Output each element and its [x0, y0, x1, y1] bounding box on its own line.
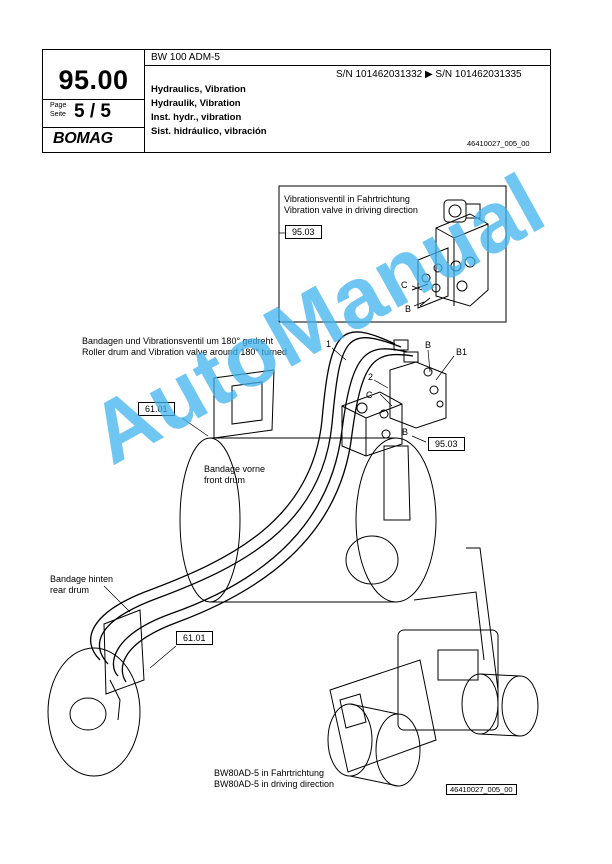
fittings-icon — [389, 339, 447, 429]
header-divider — [43, 99, 144, 100]
front-drum-icon — [179, 369, 437, 603]
front-drum-en: front drum — [204, 475, 246, 485]
bomag-logo: BOMAG — [53, 130, 113, 147]
model-name: BW 100 ADM-5 — [151, 52, 220, 63]
rear-drum-de: Bandage hinten — [50, 574, 114, 584]
machine-label-de: BW80AD-5 in Fahrtrichtung — [214, 768, 325, 778]
inset-title-de: Vibrationsventil in Fahrtrichtung — [284, 194, 410, 204]
machine-label-en: BW80AD-5 in driving direction — [214, 779, 335, 789]
title-de: Hydraulik, Vibration — [151, 98, 241, 109]
header-divider — [144, 65, 550, 66]
front-valve-icon — [341, 391, 403, 457]
ref-front-drum: 61.01 — [138, 402, 175, 416]
inset-label-c: C — [401, 280, 408, 290]
inset-ref-box: 95.03 — [285, 225, 322, 239]
callout-c: C — [366, 390, 373, 400]
inset-label-b: B — [405, 304, 412, 314]
doc-id: 46410027_005_00 — [467, 139, 530, 148]
page-label-de: Seite — [50, 111, 66, 118]
title-fr: Inst. hydr., vibration — [151, 112, 242, 123]
inset-frame — [278, 185, 507, 323]
callout-2: 2 — [368, 372, 374, 382]
page-label-en: Page — [50, 102, 67, 109]
figure-id: 46410027_005_00 — [446, 784, 517, 795]
leader-lines — [103, 232, 455, 669]
serial-range: S/N 101462031332 ▶ S/N 101462031335 — [336, 69, 522, 80]
hose-lines — [90, 331, 414, 683]
title-en: Hydraulics, Vibration — [151, 84, 246, 95]
roller-machine-icon — [327, 547, 539, 787]
header-table: BW 100 ADM-5 S/N 101462031332 ▶ S/N 1014… — [42, 49, 551, 153]
rotated-note-en: Roller drum and Vibration valve around 1… — [82, 347, 288, 357]
inset-title-en: Vibration valve in driving direction — [284, 205, 418, 215]
page-value: 5 / 5 — [74, 101, 111, 122]
ref-rear-drum: 61.01 — [176, 631, 213, 645]
callout-1: 1 — [326, 339, 332, 349]
front-drum-de: Bandage vorne — [204, 464, 266, 474]
header-divider — [43, 127, 144, 128]
rear-drum-en: rear drum — [50, 585, 90, 595]
header-divider — [144, 50, 145, 152]
rear-drum-icon — [47, 609, 145, 777]
inset-valve-icon — [411, 199, 489, 309]
rotated-note-de: Bandagen und Vibrationsventil um 180° ge… — [82, 336, 274, 346]
callout-b: B — [425, 340, 432, 350]
title-es: Sist. hidráulico, vibración — [151, 126, 267, 137]
callout-b-lower: B — [402, 427, 409, 437]
page-number: 95.00 — [58, 65, 129, 95]
callout-b1: B1 — [456, 347, 468, 357]
ref-valve: 95.03 — [428, 437, 465, 451]
